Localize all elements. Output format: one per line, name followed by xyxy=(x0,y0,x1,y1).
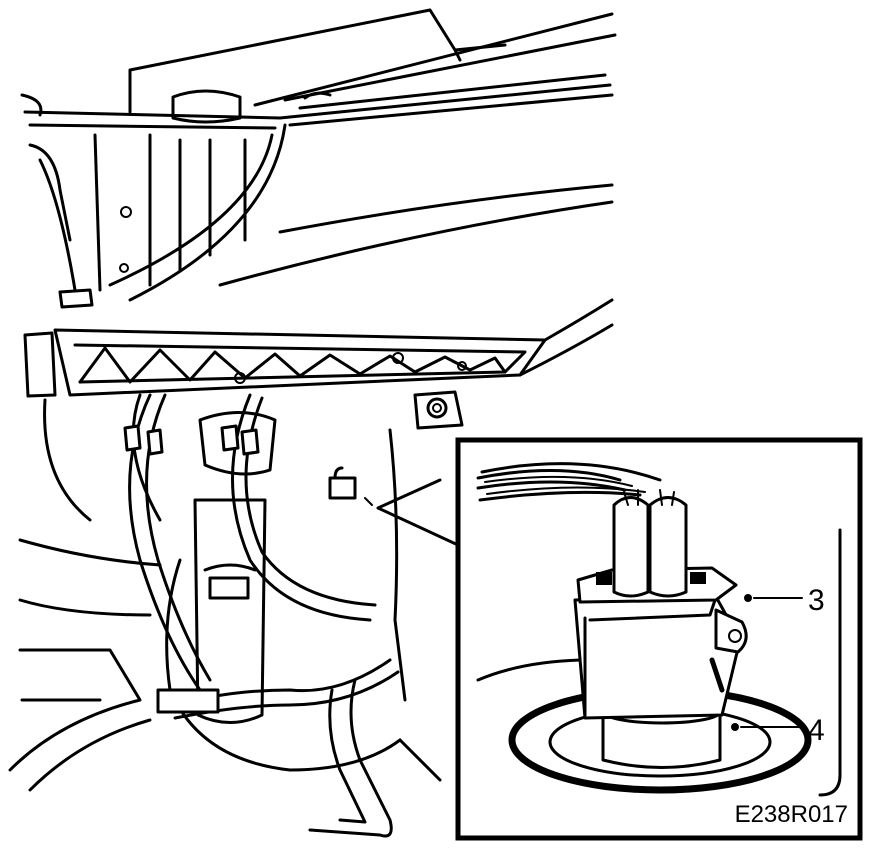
wire-tips xyxy=(623,489,675,506)
wing-edge xyxy=(218,183,614,287)
tank-filler-neck xyxy=(198,411,277,476)
hose-connector xyxy=(156,688,220,714)
upper-crossmember xyxy=(23,83,614,130)
locking-tab-hole xyxy=(728,629,742,643)
pump-band xyxy=(208,576,250,600)
figure-code: E238R017 xyxy=(735,801,848,828)
hose-clip xyxy=(58,288,94,309)
connector-slots xyxy=(596,572,706,585)
mount-bracket xyxy=(413,390,464,430)
pillar-hole-lower xyxy=(119,263,129,273)
pump-cylinder xyxy=(193,498,267,724)
detail-inset: 3 4 E238R017 xyxy=(455,437,863,841)
connector-tube-right xyxy=(648,496,688,598)
lower-frame xyxy=(8,538,162,792)
sensor-port-lead xyxy=(333,466,344,480)
hose-clips xyxy=(123,424,260,456)
inset-bracket xyxy=(818,528,842,797)
pillar-bracket xyxy=(20,93,77,292)
upper-hose xyxy=(108,123,287,302)
detail-pointer xyxy=(376,478,460,547)
callout-4-dot xyxy=(731,723,739,731)
hose-loop-right xyxy=(231,393,377,622)
sensor-port xyxy=(328,476,357,500)
support-rail xyxy=(53,328,547,397)
mount-bolt-inner xyxy=(432,403,442,413)
latch-pin xyxy=(709,657,725,693)
rail-lattice xyxy=(78,346,507,384)
tank-outline xyxy=(43,393,402,772)
mount-bolt xyxy=(426,397,448,419)
flange-line xyxy=(476,658,582,682)
rail-right-curve xyxy=(518,298,614,377)
rail-end-block xyxy=(23,331,57,398)
bonnet-panel-lines xyxy=(253,12,617,110)
pillar-hole-upper xyxy=(120,206,132,218)
callout-3-dot xyxy=(744,594,752,602)
lower-pipe xyxy=(308,678,393,838)
tank-bottom-lines xyxy=(393,618,442,782)
rail-bolt-3 xyxy=(457,361,467,371)
left-pillar xyxy=(93,133,247,292)
wire-bundle-2 xyxy=(484,475,646,495)
wire-bundle xyxy=(476,462,662,502)
callout-4-label: 4 xyxy=(808,714,825,747)
connector-face xyxy=(583,598,717,717)
rail-bolt-2 xyxy=(392,352,404,364)
pump-tube xyxy=(601,710,722,769)
rail-bolt-1 xyxy=(234,372,246,384)
connector-tube-left xyxy=(612,496,650,598)
callout-3-label: 3 xyxy=(808,584,825,617)
leader-line xyxy=(364,497,373,506)
main-view xyxy=(8,8,617,838)
